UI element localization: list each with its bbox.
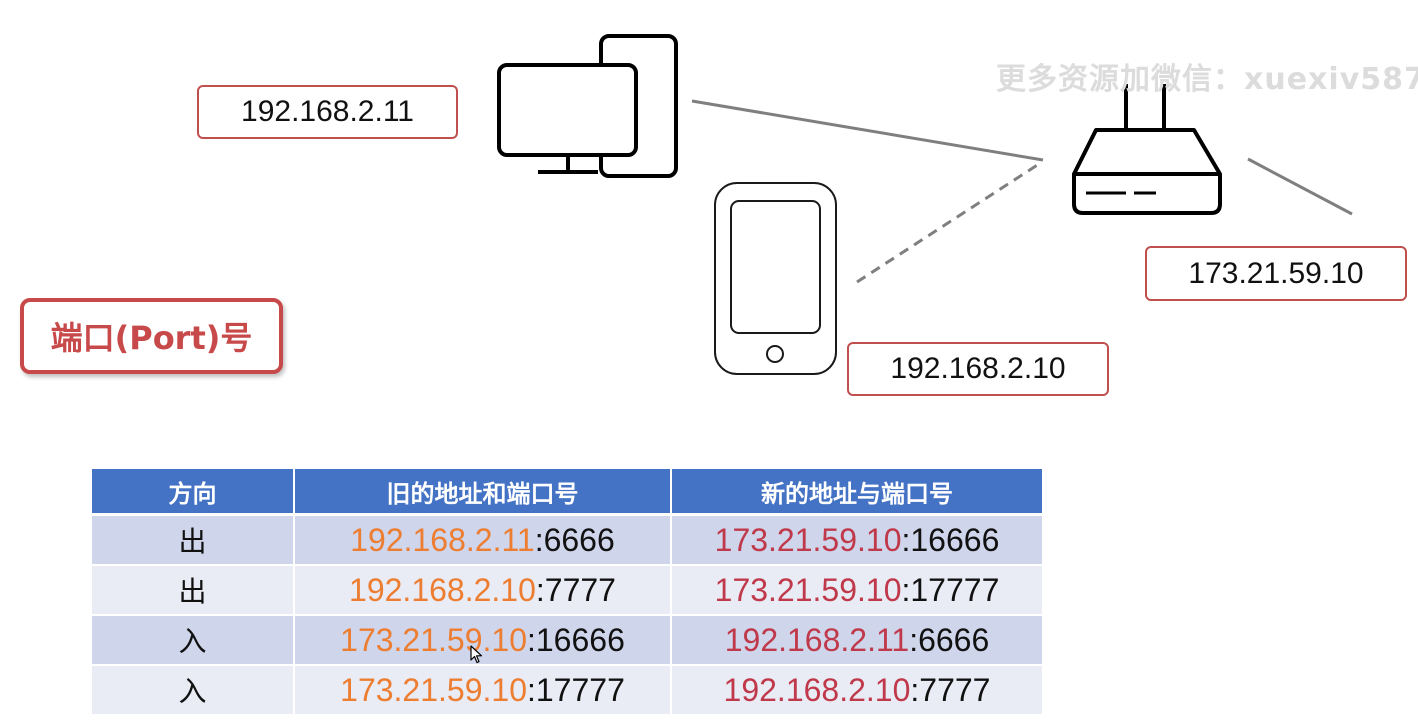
new-port: :17777 <box>901 571 1000 608</box>
direction-cell: 入 <box>92 616 295 666</box>
table-row: 出 192.168.2.10:7777 173.21.59.10:17777 <box>92 566 1042 616</box>
new-address-cell: 173.21.59.10:17777 <box>672 566 1042 616</box>
header-new-address: 新的地址与端口号 <box>672 469 1042 516</box>
header-old-address: 旧的地址和端口号 <box>295 469 672 516</box>
old-ip: 192.168.2.11 <box>350 521 535 558</box>
header-direction: 方向 <box>92 469 295 516</box>
direction-cell: 出 <box>92 566 295 616</box>
router-internet-link <box>1247 157 1353 216</box>
computer-ip-label: 192.168.2.11 <box>197 85 458 139</box>
old-address-cell: 173.21.59.10:16666 <box>295 616 672 666</box>
old-address-cell: 192.168.2.11:6666 <box>295 516 672 566</box>
watermark: 更多资源加微信：xuexiv587 <box>996 62 1418 97</box>
port-title: 端口(Port)号 <box>20 298 283 374</box>
table-row: 入 173.21.59.10:16666 192.168.2.11:6666 <box>92 616 1042 666</box>
router-ip-label: 173.21.59.10 <box>1145 246 1407 301</box>
new-ip: 173.21.59.10 <box>714 521 902 558</box>
direction-cell: 出 <box>92 516 295 566</box>
phone-ip-label: 192.168.2.10 <box>847 342 1109 396</box>
new-port: :6666 <box>909 621 990 658</box>
direction-cell: 入 <box>92 666 295 716</box>
new-address-cell: 192.168.2.10:7777 <box>672 666 1042 716</box>
table-header-row: 方向 旧的地址和端口号 新的地址与端口号 <box>92 469 1042 516</box>
smartphone-icon <box>714 182 837 375</box>
nat-translation-table: 方向 旧的地址和端口号 新的地址与端口号 出 192.168.2.11:6666… <box>92 469 1042 716</box>
new-port: :7777 <box>910 671 991 708</box>
new-ip: 192.168.2.11 <box>724 621 910 658</box>
computer-router-link <box>691 99 1044 162</box>
old-address-cell: 192.168.2.10:7777 <box>295 566 672 616</box>
new-address-cell: 192.168.2.11:6666 <box>672 616 1042 666</box>
table-row: 入 173.21.59.10:17777 192.168.2.10:7777 <box>92 666 1042 716</box>
computer-icon <box>497 34 678 178</box>
phone-router-link <box>856 160 1043 284</box>
new-address-cell: 173.21.59.10:16666 <box>672 516 1042 566</box>
old-port: :16666 <box>526 621 625 658</box>
old-ip: 173.21.59.10 <box>340 671 527 708</box>
new-ip: 192.168.2.10 <box>723 671 911 708</box>
old-port: :6666 <box>534 521 615 558</box>
mouse-cursor-icon <box>470 645 483 664</box>
old-port: :17777 <box>526 671 625 708</box>
new-port: :16666 <box>901 521 1000 558</box>
old-port: :7777 <box>535 571 616 608</box>
old-address-cell: 173.21.59.10:17777 <box>295 666 672 716</box>
new-ip: 173.21.59.10 <box>714 571 902 608</box>
table-row: 出 192.168.2.11:6666 173.21.59.10:16666 <box>92 516 1042 566</box>
old-ip: 173.21.59.10 <box>340 621 527 658</box>
old-ip: 192.168.2.10 <box>349 571 536 608</box>
router-icon <box>1072 84 1222 215</box>
